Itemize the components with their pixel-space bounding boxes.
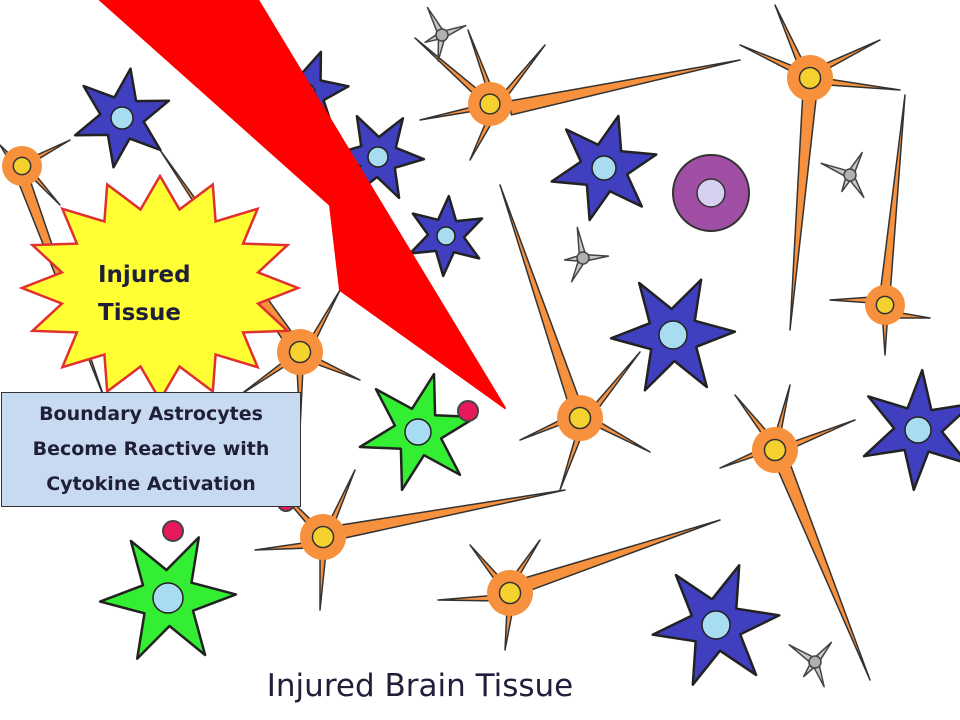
- reactive-astrocyte: [98, 536, 238, 660]
- reactive-astrocyte: [358, 372, 478, 492]
- microglia: [788, 641, 833, 688]
- injury-wedge: [99, 0, 506, 409]
- neuron: [499, 184, 651, 491]
- neuron: [719, 384, 871, 681]
- astrocyte: [550, 114, 658, 222]
- astrocyte: [651, 564, 781, 686]
- neuron: [739, 4, 901, 331]
- burst-label: Injured Tissue: [98, 256, 218, 332]
- info-box-line1: Boundary Astrocytes: [39, 403, 263, 425]
- blood-cell: [162, 520, 184, 542]
- neuron: [829, 94, 931, 356]
- neuron: [414, 29, 741, 161]
- misc-cell-layer: [162, 154, 750, 542]
- astrocyte: [862, 368, 960, 492]
- neuron: [437, 519, 721, 651]
- microglia: [424, 6, 467, 62]
- astrocyte-layer: [73, 50, 960, 686]
- microglia: [563, 226, 610, 283]
- microglia: [820, 151, 865, 199]
- astrocyte: [408, 194, 484, 278]
- diagram-caption: Injured Brain Tissue: [266, 668, 574, 704]
- astrocyte: [73, 67, 171, 169]
- blood-cell: [457, 400, 479, 422]
- burst-label-line1: Injured: [98, 262, 191, 288]
- info-box: Boundary Astrocytes Become Reactive with…: [1, 392, 301, 507]
- burst-label-line2: Tissue: [98, 300, 181, 326]
- info-box-line2: Become Reactive with: [32, 438, 270, 460]
- astrocyte: [609, 278, 737, 392]
- microglia-layer: [424, 6, 865, 688]
- immune-cell: [672, 154, 750, 232]
- info-box-line3: Cytokine Activation: [46, 473, 256, 495]
